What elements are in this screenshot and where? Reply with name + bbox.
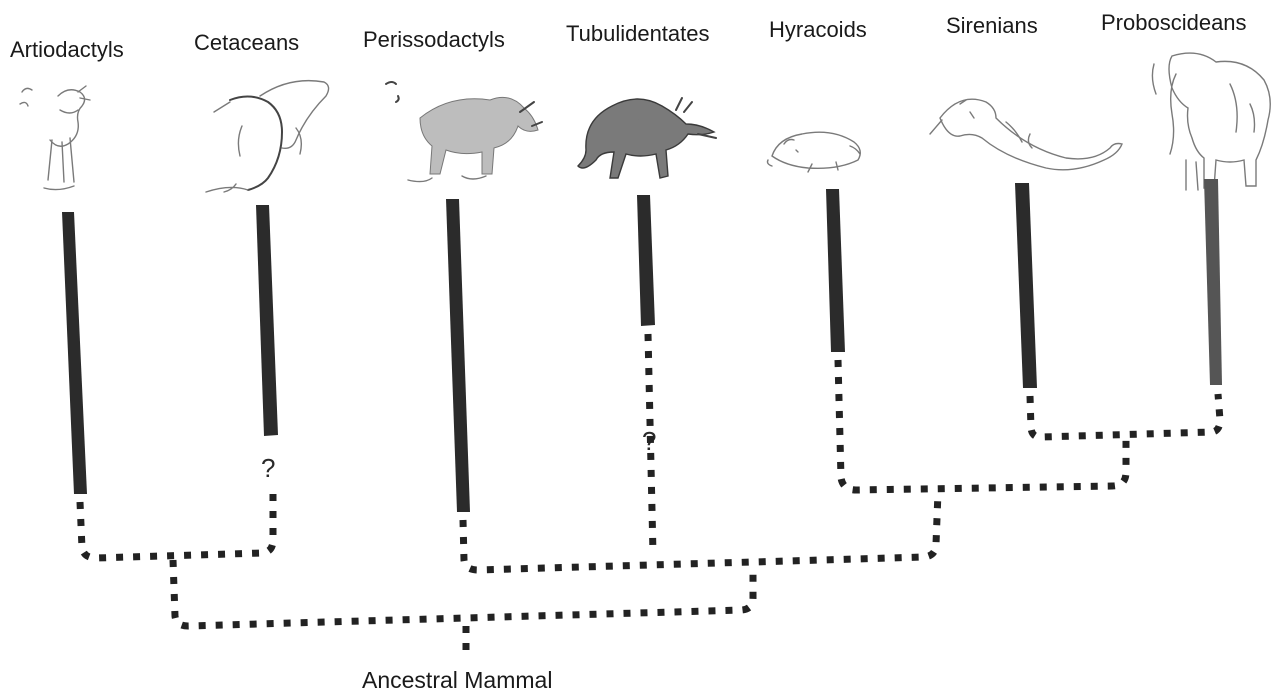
taxon-label-sirenians: Sirenians <box>946 13 1038 38</box>
branch-sirenians-proboscideans <box>1030 394 1220 437</box>
root-label: Ancestral Mammal <box>362 667 552 693</box>
branch-perissodactyls-clade <box>463 492 938 570</box>
taxon-label-tubulidentates: Tubulidentates <box>566 21 710 46</box>
taxon-label-perissodactyls: Perissodactyls <box>363 27 505 52</box>
lineage-bar-hyracoids <box>826 189 845 352</box>
branch-artiodactyls-cetaceans <box>80 492 273 558</box>
taxon-label-proboscideans: Proboscideans <box>1101 10 1247 35</box>
lineage-bar-perissodactyls <box>446 199 470 512</box>
uncertainty-mark-cetaceans: ? <box>261 453 275 483</box>
lineage-bar-cetaceans <box>256 205 278 436</box>
taxon-label-hyracoids: Hyracoids <box>769 17 867 42</box>
hyracoid-icon <box>768 132 861 172</box>
sirenian-icon <box>930 99 1122 170</box>
proboscidean-icon <box>1152 53 1270 190</box>
branch-hyracoids-clade <box>838 360 1126 490</box>
taxon-label-cetaceans: Cetaceans <box>194 30 299 55</box>
lineage-bar-sirenians <box>1015 183 1037 388</box>
taxon-label-artiodactyls: Artiodactyls <box>10 37 124 62</box>
artiodactyl-icon <box>20 86 90 190</box>
perissodactyl-icon <box>386 82 542 182</box>
lineage-bar-proboscideans <box>1204 179 1222 385</box>
lineage-bar-tubulidentates <box>637 195 655 326</box>
lineage-bar-artiodactyls <box>62 212 87 494</box>
branch-root-join <box>173 560 753 626</box>
tubulidentate-icon <box>578 98 716 178</box>
cetacean-icon <box>206 81 329 192</box>
